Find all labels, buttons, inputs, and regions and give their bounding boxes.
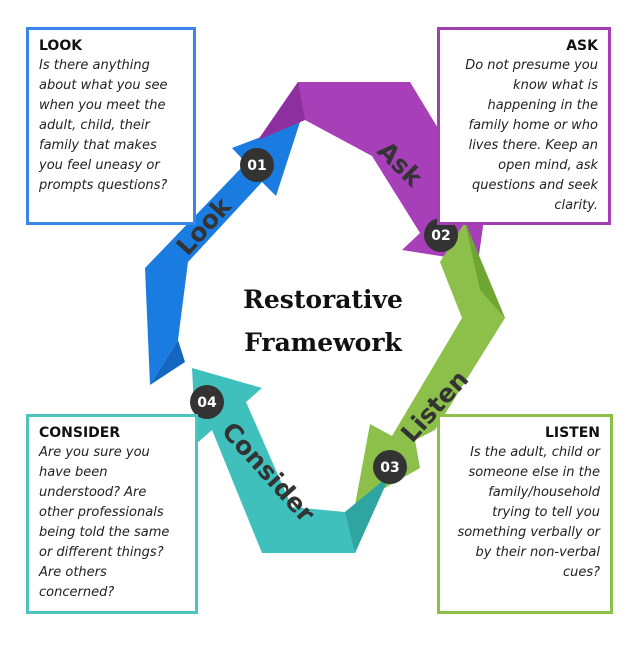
- ask-heading: ASK: [566, 38, 598, 54]
- look-heading: LOOK: [39, 38, 83, 54]
- ask-description-box: ASK Do not presume you know what is happ…: [437, 27, 611, 225]
- ask-description: Do not presume you know what is happenin…: [465, 58, 598, 213]
- consider-heading: CONSIDER: [39, 425, 121, 441]
- center-title-line2: Framework: [244, 328, 402, 357]
- consider-arrow-shade: [345, 475, 390, 553]
- look-description-box: LOOK Is there anything about what you se…: [26, 27, 196, 225]
- step-badge-01: [240, 148, 274, 182]
- step-number-04: 04: [197, 395, 217, 411]
- listen-arrow: [355, 222, 505, 505]
- consider-description-box: CONSIDER Are you sure you have been unde…: [26, 414, 198, 614]
- consider-description: Are you sure you have been understood? A…: [39, 445, 170, 600]
- look-description: Is there anything about what you see whe…: [39, 58, 168, 193]
- look-arrow-shade: [150, 340, 185, 385]
- ask-arrow: [258, 82, 491, 262]
- step-number-01: 01: [247, 158, 266, 174]
- look-arrow: [145, 122, 300, 385]
- consider-arrow: [192, 368, 390, 553]
- step-number-03: 03: [380, 460, 399, 476]
- listen-description: Is the adult, child or someone else in t…: [457, 445, 600, 580]
- ask-arrow-shade: [258, 82, 305, 140]
- listen-arrow-shade: [465, 222, 505, 318]
- step-number-02: 02: [431, 228, 450, 244]
- step-badge-02: [424, 218, 458, 252]
- listen-description-box: LISTEN Is the adult, child or someone el…: [437, 414, 613, 614]
- center-title-line1: Restorative: [243, 285, 403, 314]
- step-badge-04: [190, 385, 224, 419]
- step-badge-03: [373, 450, 407, 484]
- listen-heading: LISTEN: [544, 425, 600, 441]
